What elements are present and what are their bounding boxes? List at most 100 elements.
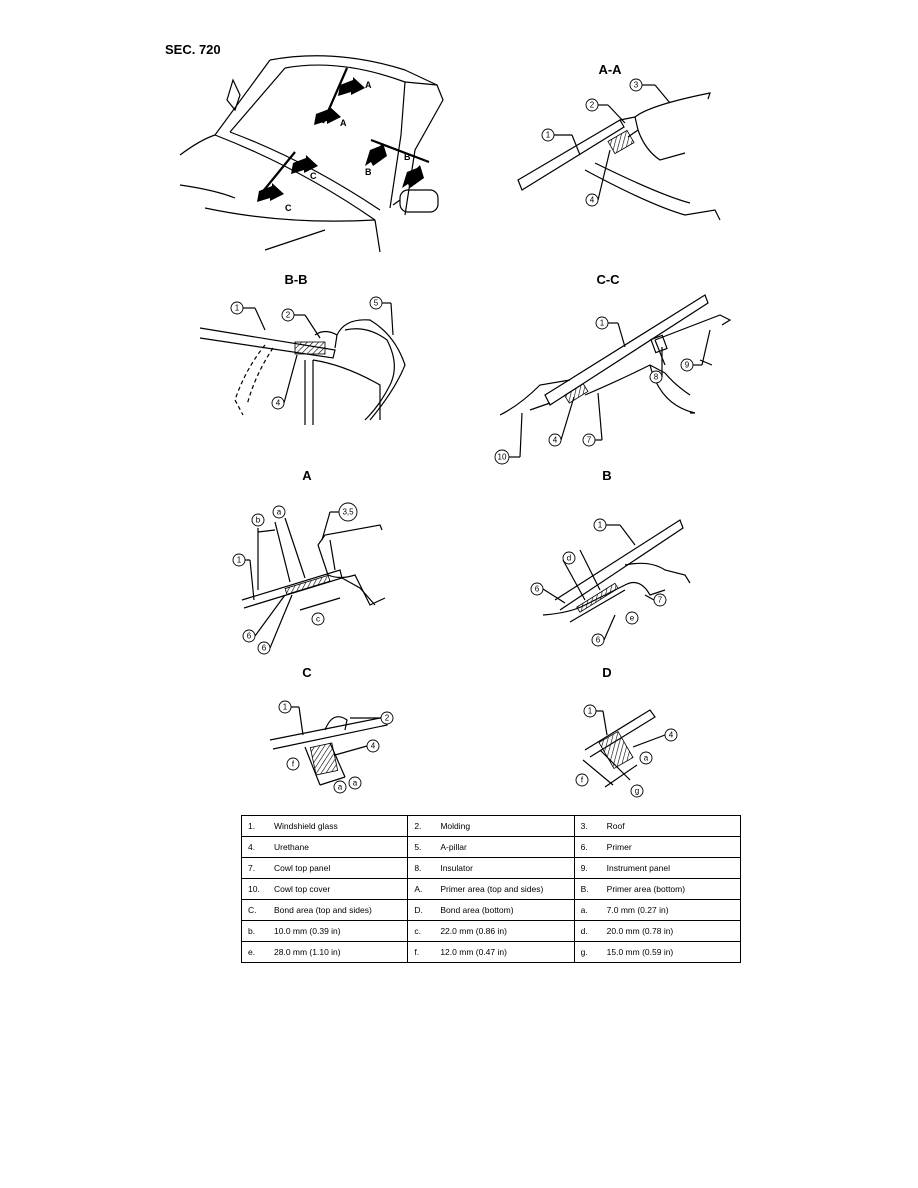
legend-key: 3.: [580, 821, 588, 831]
legend-key: 6.: [580, 842, 588, 852]
legend-cell: e.28.0 mm (1.10 in): [240, 941, 409, 963]
legend-cell: 4.Urethane: [240, 836, 409, 858]
legend-cell: 1.Windshield glass: [240, 815, 409, 837]
legend-key: c.: [414, 926, 421, 936]
view-title-bb: B-B: [284, 272, 308, 287]
callout-7: 7: [653, 593, 667, 607]
arrow-label-a-2: A: [340, 118, 347, 128]
legend-text: 28.0 mm (1.10 in): [274, 947, 341, 957]
svg-text:f: f: [581, 776, 584, 785]
legend-text: Windshield glass: [274, 821, 338, 831]
legend-key: C.: [248, 905, 257, 915]
legend-key: 4.: [248, 842, 256, 852]
callout-8: 8: [649, 370, 663, 384]
legend-cell: g.15.0 mm (0.59 in): [573, 941, 742, 963]
legend-text: Cowl top cover: [274, 884, 331, 894]
svg-text:7: 7: [587, 436, 592, 445]
callout-9: 9: [680, 358, 694, 372]
legend-cell: 3. Roof: [573, 815, 742, 837]
svg-text:4: 4: [553, 436, 558, 445]
legend-key: D.: [414, 905, 423, 915]
legend-cell: 2.Molding: [407, 815, 575, 837]
detail-c-drawing: 1 2 4 f a a: [269, 700, 394, 794]
callout-4: 4: [664, 728, 678, 742]
legend-key: a.: [580, 905, 588, 915]
arrow-label-c: C: [310, 171, 317, 181]
section-cc-drawing: 1 9 8 4 7 10: [494, 294, 732, 465]
legend-text: 12.0 mm (0.47 in): [440, 947, 507, 957]
legend-text: Instrument panel: [606, 863, 670, 873]
legend-cell: a. 7.0 mm (0.27 in): [573, 899, 742, 921]
windshield-overview-drawing: A A C C B B: [179, 55, 444, 253]
legend-text: Primer: [606, 842, 632, 852]
callout-1: 1: [230, 301, 244, 315]
svg-text:3,5: 3,5: [342, 508, 354, 517]
legend-key: B.: [580, 884, 589, 894]
arrow-label-b: B: [365, 167, 372, 177]
legend-key: b.: [248, 926, 256, 936]
legend-text: Primer area (top and sides): [440, 884, 544, 894]
legend-key: 8.: [414, 863, 422, 873]
section-aa-drawing: 1 2 3 4: [517, 78, 721, 221]
svg-text:a: a: [644, 754, 649, 763]
view-title-b: B: [602, 468, 612, 483]
legend-key: A.: [414, 884, 423, 894]
legend-cell: 7. Cowl top panel: [240, 857, 409, 879]
legend-text: Cowl top panel: [274, 863, 331, 873]
legend-text: 20.0 mm (0.78 in): [606, 926, 674, 936]
callout-3: 3: [629, 78, 643, 92]
dim-callout-a: a: [272, 505, 286, 519]
dim-callout-d: d: [562, 551, 576, 565]
callout-1: 1: [593, 518, 607, 532]
legend-text: 7.0 mm (0.27 in): [606, 905, 669, 915]
callout-1: 1: [278, 700, 292, 714]
section-bb-drawing: 1 2 5 4: [199, 296, 406, 425]
callout-6: 6: [242, 629, 256, 643]
callout-7: 7: [582, 433, 596, 447]
legend-cell: B. Primer area (bottom): [573, 878, 742, 900]
svg-text:1: 1: [235, 304, 240, 313]
svg-text:1: 1: [588, 707, 593, 716]
dim-callout-c: c: [311, 612, 325, 626]
legend-cell: 6. Primer: [573, 836, 742, 858]
legend-key: 2.: [414, 821, 422, 831]
dim-callout-b: b: [251, 513, 265, 527]
detail-b-drawing: 1 d 6 7 e 6: [530, 518, 691, 647]
callout-1: 1: [232, 553, 246, 567]
callout-6-2: 6: [257, 641, 271, 655]
legend-key: 9.: [580, 863, 588, 873]
svg-text:a: a: [353, 779, 358, 788]
legend-text: Bond area (top and sides): [274, 905, 372, 915]
legend-row: b.10.0 mm (0.39 in)c.22.0 mm (0.86 in)d.…: [240, 920, 742, 942]
svg-text:6: 6: [596, 636, 601, 645]
legend-cell: A. Primer area (top and sides): [407, 878, 575, 900]
legend-key: d.: [580, 926, 588, 936]
legend-text: 22.0 mm (0.86 in): [440, 926, 507, 936]
svg-text:b: b: [256, 516, 261, 525]
dim-callout-g: g: [630, 784, 644, 798]
callout-4: 4: [548, 433, 562, 447]
callout-2: 2: [281, 308, 295, 322]
legend-row: 7. Cowl top panel 8. Insulator 9. Instrument …: [240, 857, 742, 879]
legend-key: 7.: [248, 863, 256, 873]
svg-text:10: 10: [498, 453, 507, 462]
callout-2: 2: [585, 98, 599, 112]
legend-text: Bond area (bottom): [440, 905, 514, 915]
svg-text:e: e: [630, 614, 635, 623]
dim-callout-f: f: [286, 757, 300, 771]
legend-text: Roof: [606, 821, 625, 831]
legend-key: g.: [580, 947, 588, 957]
legend-text: Insulator: [440, 863, 473, 873]
svg-text:1: 1: [546, 131, 551, 140]
legend-text: Primer area (bottom): [606, 884, 686, 894]
dim-callout-a-2: a: [348, 776, 362, 790]
svg-text:d: d: [567, 554, 571, 563]
svg-text:5: 5: [374, 299, 379, 308]
svg-text:6: 6: [247, 632, 252, 641]
svg-text:2: 2: [590, 101, 595, 110]
legend-cell: 9. Instrument panel: [573, 857, 742, 879]
callout-3-5: 3,5: [338, 502, 358, 522]
svg-text:2: 2: [286, 311, 291, 320]
svg-text:1: 1: [600, 319, 605, 328]
